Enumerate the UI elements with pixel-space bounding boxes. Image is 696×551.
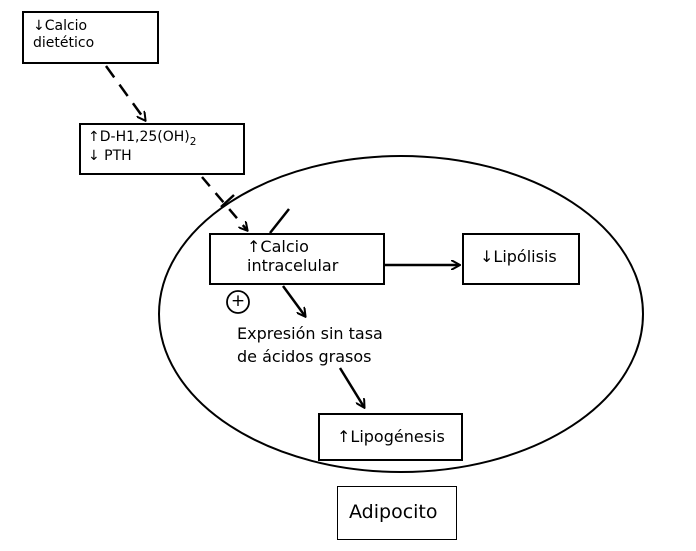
calcio-intracelular-line-2: intracelular — [247, 255, 339, 275]
adipocyte-cell-outline — [158, 155, 644, 473]
lipogenesis-label: ↑Lipogénesis — [337, 427, 445, 446]
calcio-intracelular-line-1: ↑Calcio — [247, 237, 309, 256]
calcio-intracelular-label: ↑Calcio intracelular — [247, 237, 339, 276]
arrow-calcio-to-expresion — [281, 285, 305, 316]
lipolisis-label: ↓Lipólisis — [480, 247, 557, 266]
calcio-dietetico-label: ↓Calcio dietético — [33, 18, 94, 51]
vitamin-d-pth-box — [79, 123, 245, 175]
vitamin-d-text: ↑D-H1,25(OH) — [88, 129, 190, 145]
plus-circle — [226, 290, 250, 314]
vitamin-d-line: ↑D-H1,25(OH)2 — [88, 129, 196, 148]
inhibition-bar — [220, 194, 235, 208]
dashed-inhibition-vitd-to-calcio — [201, 176, 247, 230]
calcio-dietetico-box — [22, 11, 159, 64]
arrow-expresion-to-lipogenesis — [338, 367, 364, 407]
calcio-intracelular-box — [209, 233, 385, 285]
adipocito-label: Adipocito — [349, 501, 438, 523]
lipogenesis-box — [318, 413, 463, 461]
lipolisis-box — [462, 233, 580, 285]
adipocito-box — [337, 486, 457, 540]
expresion-line-1: Expresión sin tasa — [237, 324, 383, 343]
vitamin-d-subscript: 2 — [189, 135, 197, 148]
expresion-acidos-grasos-label: Expresión sin tasa de ácidos grasos — [237, 322, 383, 368]
plus-sign: + — [230, 291, 246, 311]
membrane-entry-line — [269, 208, 290, 234]
vitamin-d-pth-label: ↑D-H1,25(OH)2 ↓ PTH — [88, 129, 196, 165]
dashed-arrow-calcio-to-vitd — [104, 65, 145, 120]
expresion-line-2: de ácidos grasos — [237, 347, 372, 367]
calcio-dietetico-line-1: ↓Calcio — [33, 18, 88, 34]
calcio-dietetico-line-2: dietético — [33, 34, 95, 51]
pth-line: ↓ PTH — [88, 148, 132, 165]
